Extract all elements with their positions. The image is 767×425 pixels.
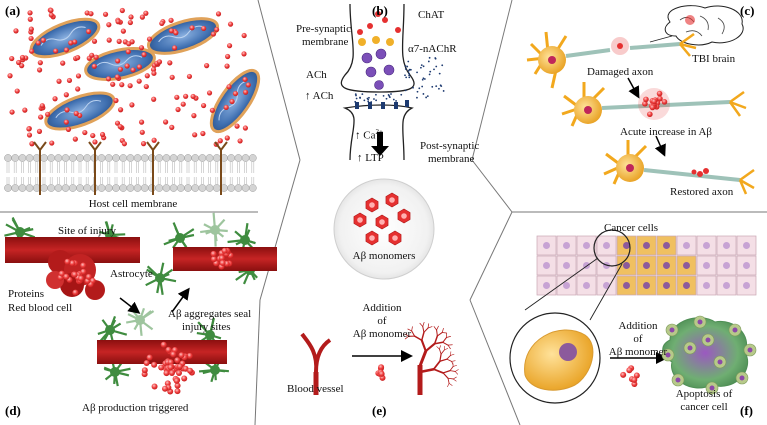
panel-f-cancer (509, 229, 757, 404)
panel-label-e: (e) (372, 403, 387, 418)
f-addition-3: Aβ monomer (608, 346, 668, 358)
receptor-label: α7-nAChR (408, 43, 457, 55)
apoptosis-label-2: cancer cell (680, 401, 728, 413)
bacterium (44, 91, 116, 131)
f-addition-2: of (633, 333, 643, 345)
panel-e-angiogenesis (300, 322, 459, 395)
panel-label-b: (b) (372, 3, 388, 18)
site-of-injury-label: Site of injury (58, 225, 117, 237)
f-addition-1: Addition (618, 320, 658, 332)
center-monomer-circle (333, 178, 435, 280)
bacterium (146, 17, 220, 55)
pre-synaptic-label-2: membrane (302, 36, 349, 48)
post-synaptic-label-1: Post-synaptic (420, 140, 480, 152)
ach-increase-label: ↑ ACh (305, 90, 334, 102)
panel-label-c: (c) (740, 3, 755, 18)
panel-d-injury (4, 212, 277, 395)
bacterium (84, 46, 156, 82)
e-addition-3: Aβ monomer (352, 328, 412, 340)
pre-synaptic-label-1: Pre-synaptic (296, 23, 351, 35)
apoptotic-cell (661, 315, 757, 395)
abeta-cluster-c (642, 90, 668, 118)
astrocyte-label: Astrocyte (110, 268, 153, 280)
calcium-label: ↑ Ca2+ (355, 128, 383, 142)
cancer-cells-label: Cancer cells (604, 222, 659, 234)
panel-label-a: (a) (5, 3, 21, 18)
post-synaptic-label-2: membrane (428, 153, 475, 165)
abeta-monomers-label: Aβ monomers (352, 250, 416, 262)
ach-molecules (354, 56, 445, 103)
panel-c-brain (649, 5, 744, 46)
neuron-1 (526, 31, 697, 89)
blood-vessel-label: Blood vessel (287, 383, 344, 395)
seal-label-1: Aβ aggregates seal (168, 308, 252, 320)
panel-a-membrane (4, 154, 257, 192)
restored-axon-label: Restored axon (670, 186, 734, 198)
chat-label: ChAT (418, 9, 445, 21)
e-addition-1: Addition (362, 302, 402, 314)
panel-label-d: (d) (5, 403, 21, 418)
ltp-label: ↑ LTP (357, 152, 384, 164)
production-label: Aβ production triggered (82, 402, 189, 414)
panel-b-synapse (340, 3, 445, 161)
receptors-b (355, 100, 409, 109)
seal-label-2: injury sites (182, 321, 231, 333)
host-membrane-caption: Host cell membrane (88, 198, 178, 210)
damaged-axon-label: Damaged axon (587, 66, 654, 78)
e-addition-2: of (377, 315, 387, 327)
acute-increase-label: Acute increase in Aβ (620, 126, 713, 138)
red-blood-cell-label: Red blood cell (8, 302, 73, 314)
panel-label-f: (f) (740, 403, 753, 418)
proteins-label: Proteins (8, 288, 45, 300)
vesicles (361, 48, 395, 90)
bacterium (29, 17, 101, 59)
neuron-3 (603, 140, 755, 195)
tbi-brain-label: TBI brain (692, 53, 736, 65)
apoptosis-label-1: Apoptosis of (675, 388, 733, 400)
panel-a-receptors (33, 141, 228, 195)
abeta-red-b (357, 11, 401, 35)
ach-label: ACh (306, 69, 327, 81)
panel-c-neurons (526, 31, 755, 195)
panel-a-abeta-particles (7, 7, 251, 147)
chat-enzymes (358, 36, 394, 46)
